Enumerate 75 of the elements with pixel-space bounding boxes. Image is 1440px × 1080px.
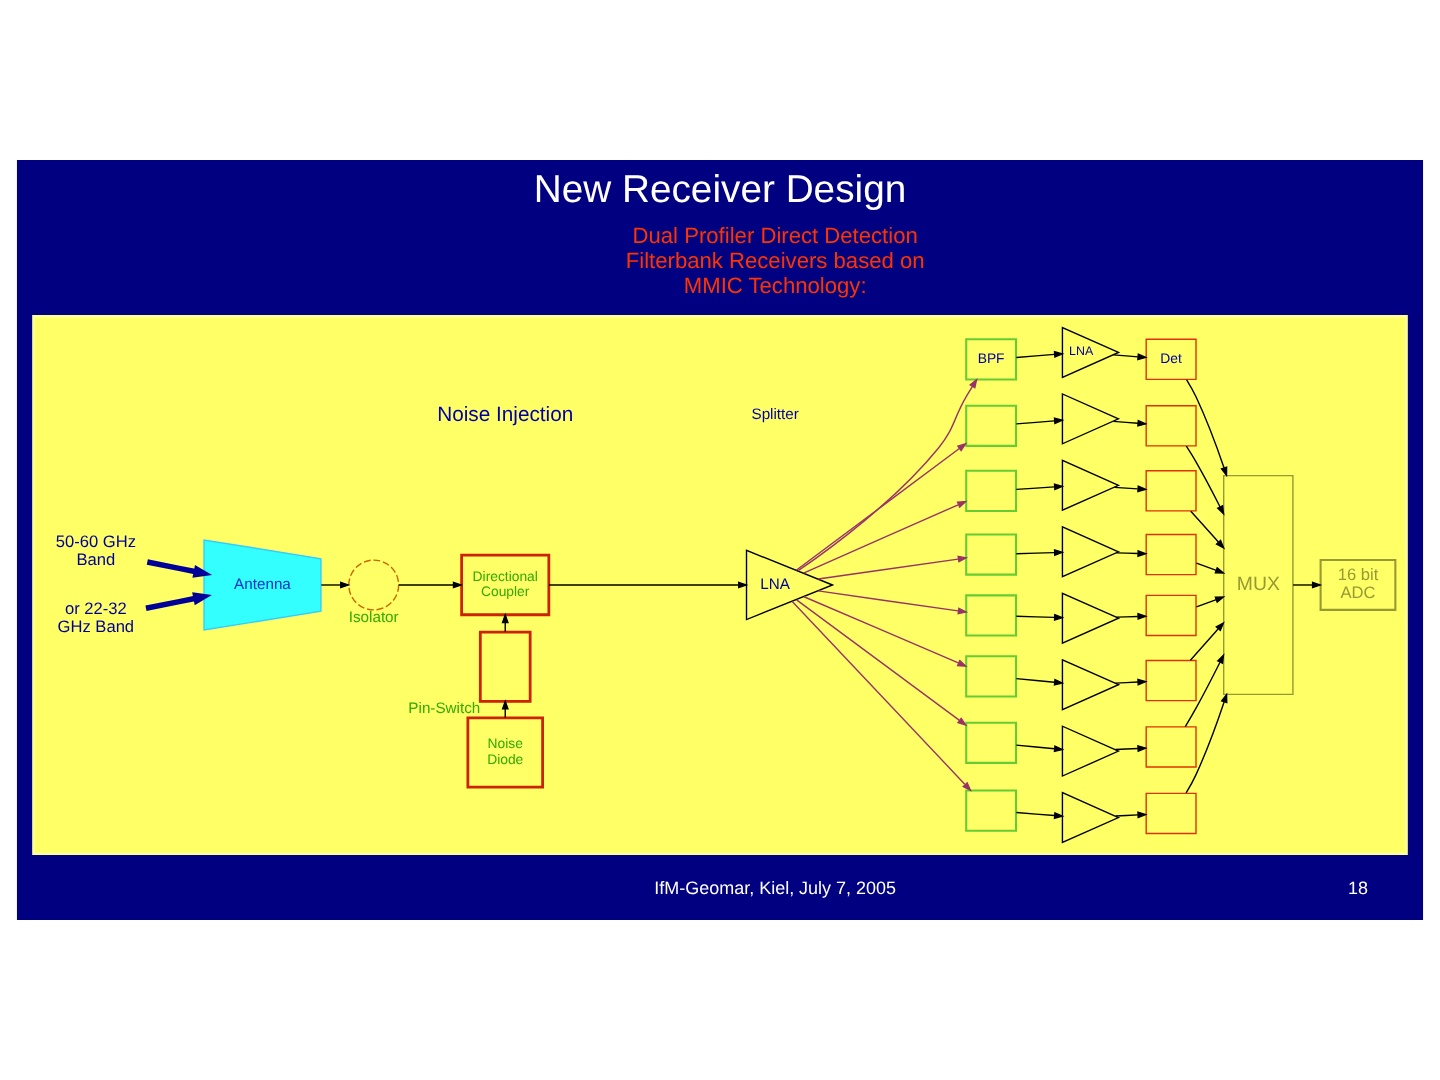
node-box: 16 bit ADC	[1319, 559, 1397, 611]
arrow	[795, 442, 968, 571]
arrow	[1112, 353, 1148, 361]
node-label: Pin-Switch	[408, 699, 481, 718]
cluster	[32, 315, 1408, 855]
arrow	[817, 555, 969, 580]
arrow	[1114, 744, 1148, 753]
node-box	[1145, 470, 1197, 512]
arrow	[1015, 548, 1065, 557]
node-text: 50-60 GHz Band	[55, 531, 136, 570]
arrow	[1015, 613, 1065, 622]
node-triangle	[1061, 658, 1121, 711]
arrow	[548, 581, 749, 589]
arrow	[1015, 811, 1065, 820]
arrow	[1114, 811, 1148, 819]
node-triangle	[1061, 459, 1121, 512]
arrow	[1115, 612, 1148, 621]
label: Noise Injection	[437, 404, 574, 427]
label: 18	[1347, 878, 1368, 899]
arrow	[1189, 621, 1225, 661]
node-box	[1145, 792, 1197, 835]
arrow	[1015, 350, 1065, 359]
arrow	[797, 378, 978, 572]
node-triangle	[1061, 525, 1121, 578]
arrow	[1015, 744, 1065, 753]
arrow	[145, 592, 212, 612]
node-text: or 22-32 GHz Band	[57, 597, 135, 636]
arrow	[320, 581, 351, 589]
arrow	[1292, 581, 1323, 589]
node-box	[965, 469, 1018, 512]
label: IfM-Geomar, Kiel, July 7, 2005	[654, 878, 897, 899]
arrow	[1195, 596, 1226, 608]
arrow	[1015, 483, 1065, 491]
arrow	[1190, 510, 1226, 550]
arrow	[146, 559, 213, 578]
node-circle	[348, 559, 400, 611]
arrow	[1185, 692, 1228, 794]
label: Dual Profiler Direct Detection Filterbank Receivers based on MMIC Technology:	[625, 224, 925, 299]
arrow	[1115, 549, 1148, 558]
arrow	[803, 596, 968, 667]
node-box	[965, 721, 1018, 764]
arrow	[802, 500, 968, 574]
node-box	[965, 404, 1018, 447]
arrow	[817, 590, 969, 615]
arrow	[1015, 677, 1065, 686]
arrow	[1184, 653, 1225, 728]
arrow	[795, 599, 968, 727]
node-box	[1145, 659, 1197, 702]
label: Splitter	[751, 404, 799, 423]
node-triangle	[1061, 392, 1121, 445]
arrow	[1015, 417, 1065, 425]
node-triangle	[1061, 592, 1121, 645]
node-box	[478, 630, 532, 703]
node-box	[1145, 594, 1197, 637]
arrow	[398, 581, 464, 589]
arrow	[1195, 562, 1226, 574]
diagram-title: New Receiver Design	[533, 168, 907, 213]
node-box	[965, 655, 1018, 698]
node-label: Isolator	[348, 608, 399, 627]
arrow	[791, 600, 972, 792]
node-box	[1145, 726, 1197, 768]
arrow	[1113, 485, 1148, 493]
node-box	[965, 594, 1018, 637]
node-box	[1145, 533, 1197, 576]
node-box	[965, 533, 1018, 576]
arrow	[1185, 379, 1228, 478]
node-triangle	[1061, 725, 1121, 778]
node-box: MUX	[1223, 474, 1294, 696]
arrow	[1114, 678, 1148, 686]
node-box	[965, 789, 1018, 832]
node-box	[1145, 405, 1197, 447]
arrow	[1185, 445, 1225, 516]
arrow	[1112, 419, 1148, 427]
node-box: Antenna	[203, 539, 322, 631]
node-triangle	[1061, 791, 1121, 844]
